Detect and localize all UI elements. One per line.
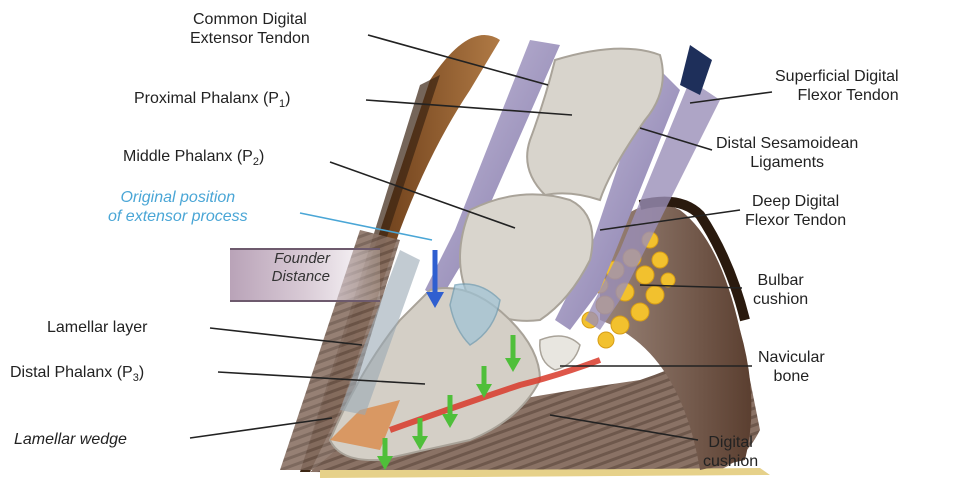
- superficial-flexor-line2: Flexor Tendon: [775, 86, 899, 105]
- middle-paren: ): [259, 148, 264, 165]
- label-superficial-flexor: Superficial Digital Flexor Tendon: [775, 67, 899, 105]
- label-middle-phalanx: Middle Phalanx (P2): [123, 147, 264, 172]
- digital-cushion-line1: Digital: [703, 433, 758, 452]
- distal-sesamoidean-line1: Distal Sesamoidean: [716, 134, 858, 153]
- label-original-position: Original position of extensor process: [108, 188, 248, 226]
- common-extensor-line2: Extensor Tendon: [190, 29, 310, 48]
- digital-cushion-line2: cushion: [703, 452, 758, 471]
- distal-sesamoidean-line2: Ligaments: [716, 153, 858, 172]
- distal-phalanx-text: Distal Phalanx (P: [10, 364, 133, 381]
- distal-paren: ): [139, 364, 144, 381]
- deep-flexor-line2: Flexor Tendon: [745, 211, 846, 230]
- common-extensor-line1: Common Digital: [190, 10, 310, 29]
- label-deep-flexor: Deep Digital Flexor Tendon: [745, 192, 846, 230]
- superficial-flexor-line1: Superficial Digital: [775, 67, 899, 86]
- original-position-line1: Original position: [108, 188, 248, 207]
- navicular-bone-shape: [540, 336, 580, 370]
- navicular-bone-line2: bone: [758, 367, 825, 386]
- founder-distance-line2: Distance: [230, 268, 380, 286]
- middle-phalanx-text: Middle Phalanx (P: [123, 148, 253, 165]
- label-distal-sesamoidean: Distal Sesamoidean Ligaments: [716, 134, 858, 172]
- label-digital-cushion: Digital cushion: [703, 433, 758, 471]
- deep-flexor-line1: Deep Digital: [745, 192, 846, 211]
- label-common-digital-extensor: Common Digital Extensor Tendon: [190, 10, 310, 48]
- proximal-phalanx-text: Proximal Phalanx (P: [134, 90, 279, 107]
- proximal-paren: ): [285, 90, 290, 107]
- lamellar-layer-text: Lamellar layer: [47, 319, 147, 336]
- label-navicular-bone: Navicular bone: [758, 348, 825, 386]
- bulbar-cushion-line1: Bulbar: [753, 271, 808, 290]
- label-bulbar-cushion: Bulbar cushion: [753, 271, 808, 309]
- label-lamellar-wedge: Lamellar wedge: [14, 430, 127, 449]
- lamellar-wedge-text: Lamellar wedge: [14, 431, 127, 448]
- label-proximal-phalanx: Proximal Phalanx (P1): [134, 89, 290, 114]
- founder-distance-line1: Founder: [230, 250, 380, 268]
- label-lamellar-layer: Lamellar layer: [47, 318, 147, 337]
- founder-distance-band: Founder Distance: [230, 248, 380, 302]
- original-position-line2: of extensor process: [108, 207, 248, 226]
- flexor-dark: [680, 45, 712, 95]
- bulbar-cushion-line2: cushion: [753, 290, 808, 309]
- navicular-bone-line1: Navicular: [758, 348, 825, 367]
- label-distal-phalanx: Distal Phalanx (P3): [10, 363, 144, 388]
